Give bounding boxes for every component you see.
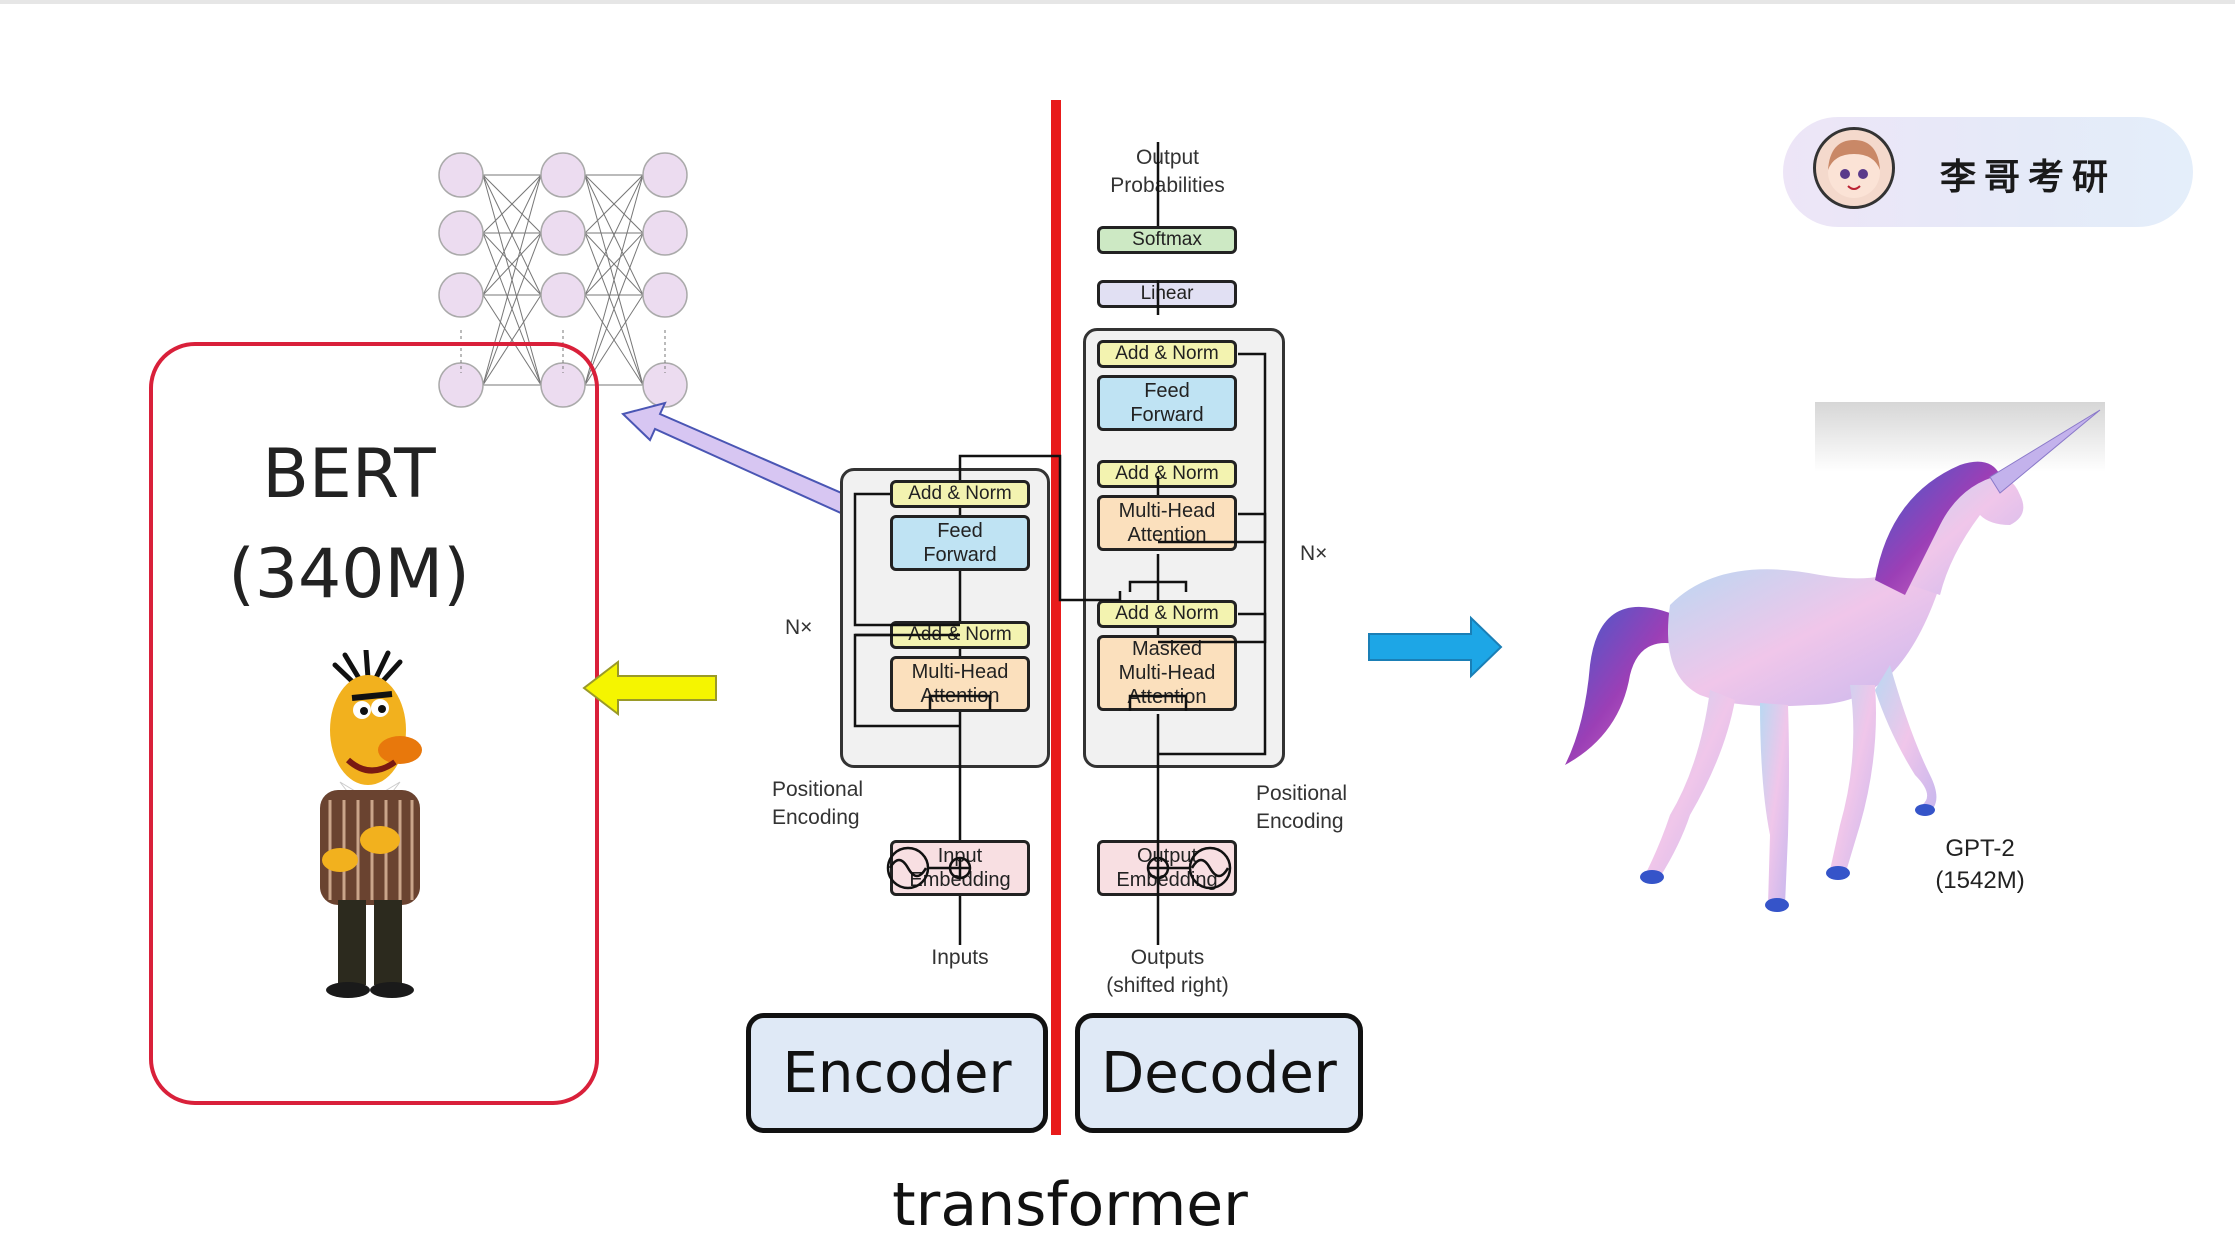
transformer-connectors: [853, 142, 1267, 945]
mm-line2: Multi-Head: [1118, 662, 1216, 684]
dff-line1: Feed: [1144, 380, 1190, 402]
nn-connection: [584, 232, 644, 386]
linear-block: Linear: [1097, 280, 1237, 308]
red-divider-line: [1051, 100, 1061, 1135]
bert-size: (340M): [228, 535, 470, 614]
decoder-add-norm-bottom: Add & Norm: [1097, 600, 1237, 628]
nn-node: [540, 210, 586, 256]
nn-connection: [584, 174, 644, 296]
brand-badge-text: 李哥考研: [1940, 157, 2117, 198]
bert-name: BERT: [262, 435, 436, 514]
nn-node: [642, 210, 688, 256]
nn-connection: [584, 174, 644, 234]
unicorn-illustration: [1565, 409, 2101, 912]
decoder-label-box: Decoder: [1075, 1013, 1363, 1133]
encoder-add-norm-top: Add & Norm: [890, 480, 1030, 508]
nn-connection: [482, 232, 542, 386]
out-line1: Outputs: [1130, 946, 1205, 969]
emb-line1: Input: [937, 845, 983, 867]
nn-connection: [482, 174, 542, 296]
nn-connection: [584, 174, 644, 386]
nn-node: [438, 272, 484, 318]
gpt2-size: (1542M): [1935, 867, 2025, 894]
decoder-add-norm-middle: Add & Norm: [1097, 460, 1237, 488]
nn-connection: [482, 174, 542, 234]
bert-title: BERT (340M): [149, 425, 549, 625]
nn-connection: [482, 174, 542, 386]
neural-network-diagram: [438, 152, 688, 408]
dmha-line2: Attention: [1127, 524, 1207, 546]
gpt2-label: GPT-2 (1542M): [1915, 833, 2045, 897]
pe-line2: Encoding: [772, 806, 860, 829]
nn-node: [642, 152, 688, 198]
dpe-line2: Encoding: [1256, 810, 1344, 833]
avatar-icon: [1813, 127, 1895, 209]
op-line1: Output: [1135, 146, 1200, 169]
dff-line2: Forward: [1130, 404, 1204, 426]
encoder-nx-label: N×: [785, 616, 813, 639]
gpt2-name: GPT-2: [1945, 835, 2015, 862]
emb-line2: Embedding: [909, 869, 1011, 891]
inputs-label: Inputs: [931, 946, 989, 969]
ff-line1: Feed: [937, 520, 983, 542]
nn-connection: [482, 232, 542, 296]
nn-connection: [584, 232, 644, 296]
nn-connection: [482, 294, 542, 386]
mm-line1: Masked: [1131, 638, 1202, 660]
softmax-block: Softmax: [1097, 226, 1237, 254]
mha-line1: Multi-Head: [911, 661, 1009, 683]
bert-frame: [149, 342, 599, 1105]
yellow-arrow: [582, 659, 717, 717]
outputs-shifted-right-label: Outputs (shifted right): [1090, 944, 1245, 1000]
encoder-label-box: Encoder: [746, 1013, 1048, 1133]
pe-line1: Positional: [772, 778, 864, 801]
bert-puppet-illustration: [320, 650, 422, 998]
nn-node: [642, 272, 688, 318]
blue-arrow: [1368, 615, 1503, 679]
ff-line2: Forward: [923, 544, 997, 566]
decoder-add-norm-top: Add & Norm: [1097, 340, 1237, 368]
op-line2: Probabilities: [1110, 174, 1225, 197]
dpe-line1: Positional: [1256, 782, 1348, 805]
nn-node: [540, 152, 586, 198]
nn-node: [438, 152, 484, 198]
nn-node: [540, 272, 586, 318]
top-border: [0, 0, 2235, 4]
nn-node: [438, 210, 484, 256]
decoder-nx-label: N×: [1300, 542, 1328, 565]
out-line2: (shifted right): [1106, 974, 1229, 997]
dmha-line1: Multi-Head: [1118, 500, 1216, 522]
caption: transformer: [892, 1170, 1248, 1240]
